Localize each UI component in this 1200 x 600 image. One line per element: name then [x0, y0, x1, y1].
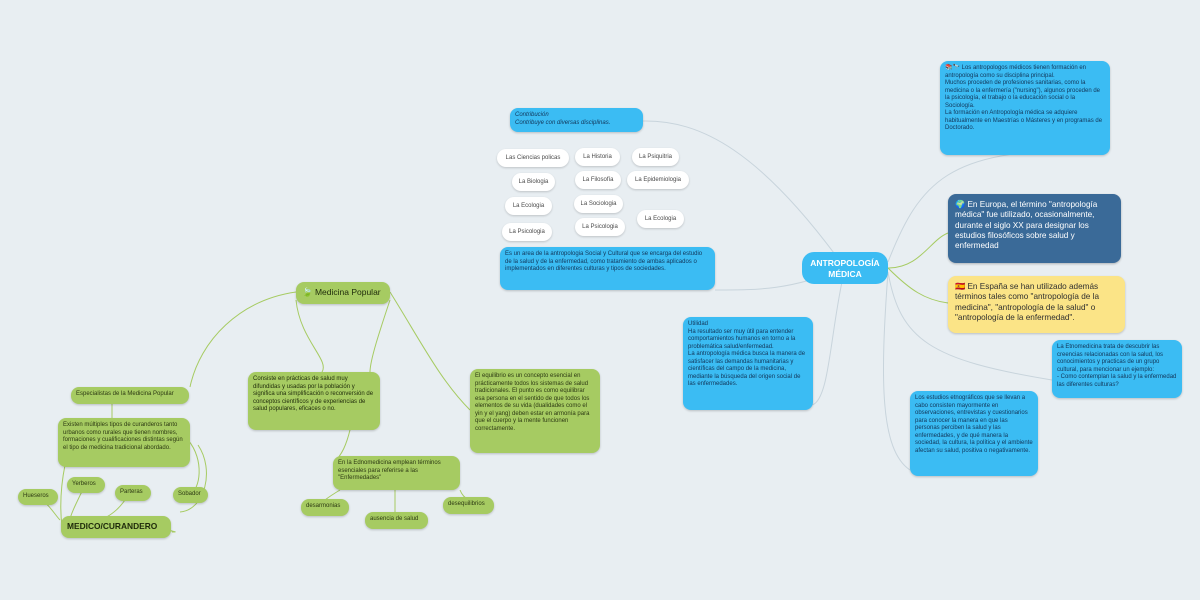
yerberos-node[interactable]: Yerberos	[67, 477, 105, 493]
hueseros-node[interactable]: Hueseros	[18, 489, 58, 505]
discipline-psicologia-2[interactable]: La Psicologia	[575, 218, 625, 236]
parteras-node[interactable]: Parteras	[115, 485, 151, 501]
discipline-ecologia-1[interactable]: La Ecologia	[505, 197, 552, 215]
ednomedicina-node[interactable]: En la Ednomedicina emplean términos esen…	[333, 456, 460, 490]
medicina-popular-node[interactable]: 🍃 Medicina Popular	[296, 282, 390, 304]
discipline-historia[interactable]: La Historia	[575, 148, 620, 166]
consiste-node[interactable]: Consiste en prácticas de salud muy difun…	[248, 372, 380, 430]
especialistas-node[interactable]: Especialistas de la Medicina Popular	[71, 387, 189, 404]
utilidad-node[interactable]: Utilidad Ha resultado ser muy útil para …	[683, 317, 813, 410]
contribucion-node[interactable]: Contribución Contribuye con diversas dis…	[510, 108, 643, 132]
discipline-ecologia-2[interactable]: La Ecologia	[637, 210, 684, 228]
desarmonias-node[interactable]: desarmonias	[301, 499, 349, 516]
etnomedicina-node[interactable]: La Etnomedicina trata de descubrir las c…	[1052, 340, 1182, 398]
discipline-ciencias-politicas[interactable]: Las Ciencias policas	[497, 149, 569, 167]
europa-node[interactable]: 🌍 En Europa, el término "antropología mé…	[948, 194, 1121, 263]
ausencia-de-salud-node[interactable]: ausencia de salud	[365, 512, 428, 529]
discipline-sociologia[interactable]: La Sociologia	[574, 195, 623, 213]
formacion-node[interactable]: 📚🔭 Los antropologos médicos tienen forma…	[940, 61, 1110, 155]
equilibrio-node[interactable]: El equilibrio es un concepto esencial en…	[470, 369, 600, 453]
medico-curandero-node[interactable]: MEDICO/CURANDERO	[61, 516, 171, 538]
etnograficos-node[interactable]: Los estudios etnográficos que se llevan …	[910, 391, 1038, 476]
discipline-psiquiatria[interactable]: La Psiquitria	[632, 148, 679, 166]
discipline-psicologia-1[interactable]: La Psicologia	[502, 223, 552, 241]
definicion-node[interactable]: Es un area de la antropologia Social y C…	[500, 247, 715, 290]
discipline-epidemiologia[interactable]: La Epidemiologia	[627, 171, 689, 189]
espana-node[interactable]: 🇪🇸 En España se han utilizado además tér…	[948, 276, 1125, 333]
desequilibrios-node[interactable]: desequilibrios	[443, 497, 494, 514]
discipline-biologia[interactable]: La Biologia	[512, 173, 555, 191]
discipline-filosofia[interactable]: La Filosofía	[575, 171, 621, 189]
sobador-node[interactable]: Sobador	[173, 487, 208, 503]
central-topic[interactable]: ANTROPOLOGÍA MÉDICA	[802, 252, 888, 284]
curanderos-node[interactable]: Existen múltiples tipos de curanderos ta…	[58, 418, 190, 467]
